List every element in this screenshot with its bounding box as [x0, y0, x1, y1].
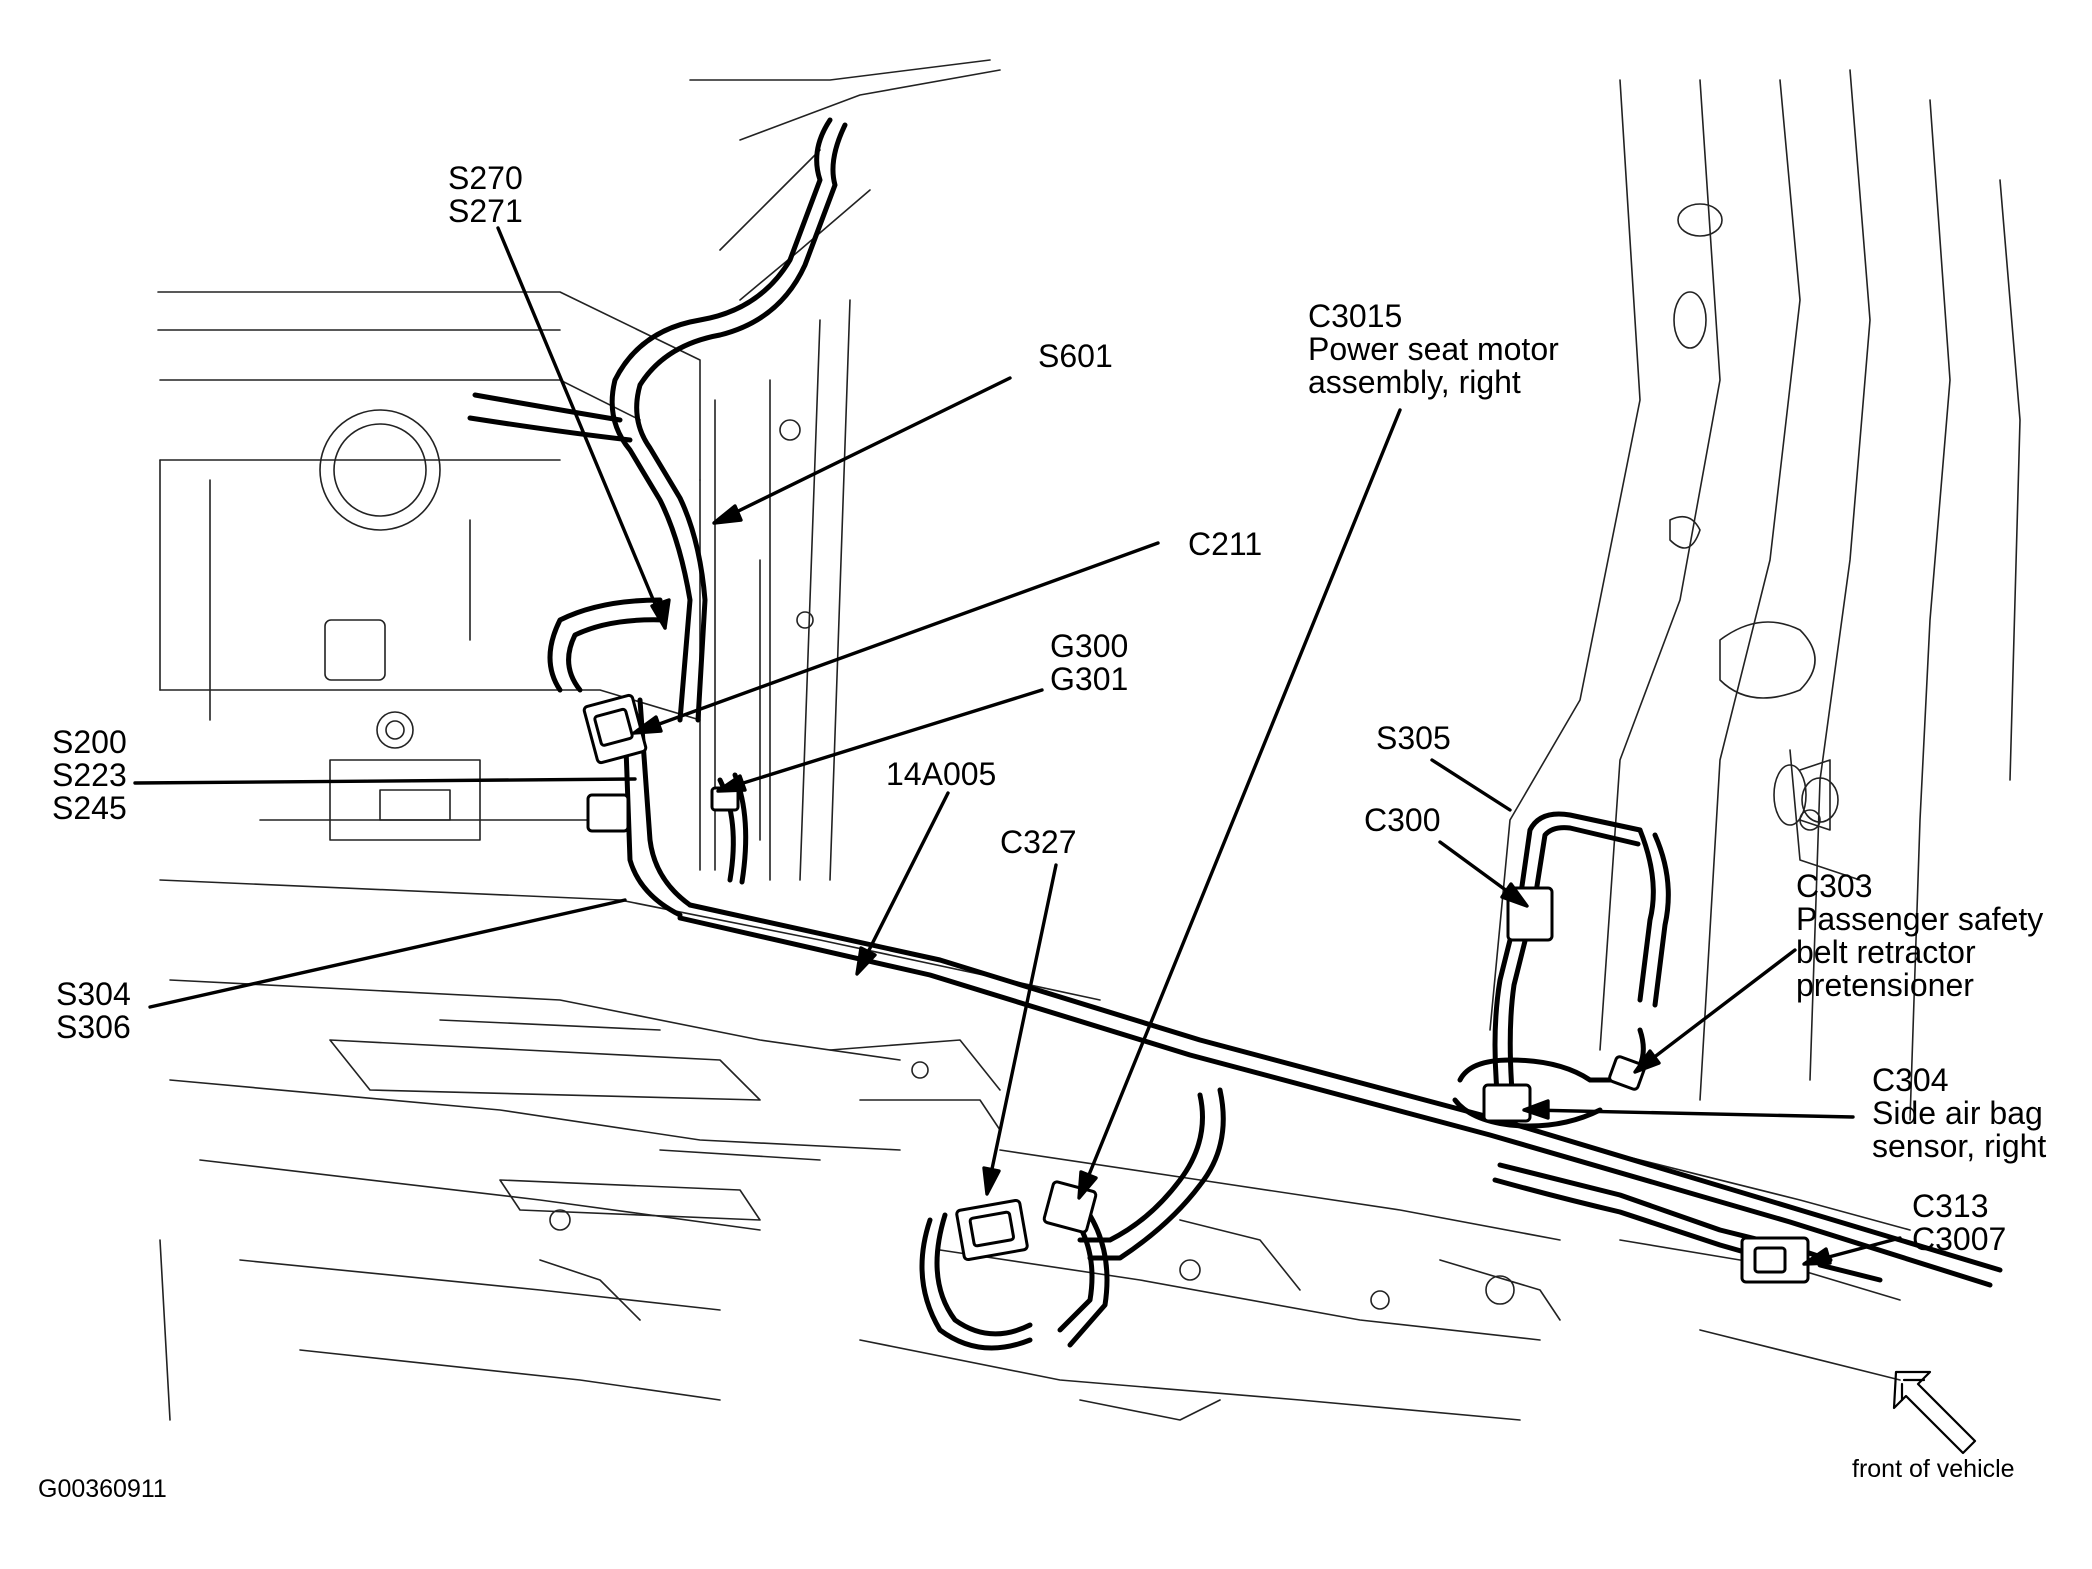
leader-lines — [133, 226, 1902, 1266]
callout-s305: S305 — [1376, 720, 1451, 756]
vehicle-body-structure — [157, 59, 2021, 1421]
callout-c211: C211 — [1188, 526, 1263, 562]
callout-14a005: 14A005 — [886, 756, 997, 792]
c303-connector — [1608, 1055, 1646, 1091]
front-of-vehicle-arrow-icon — [1892, 1370, 1977, 1455]
s200-connector — [586, 793, 630, 833]
orientation-label: front of vehicle — [1852, 1455, 2015, 1483]
c304-connector — [1482, 1083, 1532, 1123]
callout-s601: S601 — [1038, 338, 1113, 374]
callout-c300: C300 — [1364, 802, 1441, 838]
figure-id: G00360911 — [38, 1475, 167, 1503]
callout-c327: C327 — [1000, 824, 1077, 860]
